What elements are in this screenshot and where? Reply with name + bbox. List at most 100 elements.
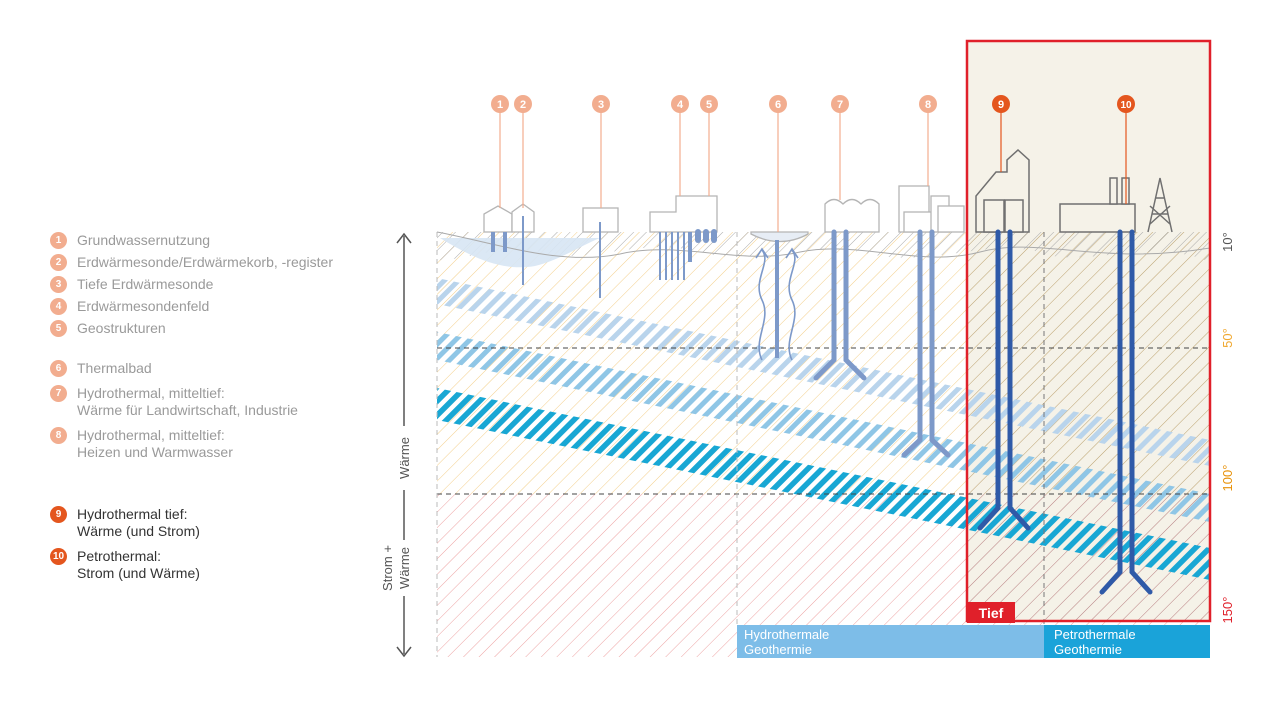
town-building-icon [903, 211, 933, 233]
deep-wells [977, 229, 1153, 595]
callout-number: 3 [598, 99, 604, 111]
callout-number: 10 [1120, 100, 1132, 111]
axis-label-strom: Strom + [380, 545, 395, 591]
callout-number: 9 [998, 99, 1004, 111]
legend-number: 2 [50, 254, 67, 271]
legend-number: 4 [50, 298, 67, 315]
temperature-label-50: 50° [1220, 328, 1235, 348]
surface-buildings [483, 185, 965, 243]
house-icon [483, 205, 513, 233]
callout-pin [491, 95, 509, 113]
thermal-flow-up [758, 249, 766, 361]
legend-label: Hydrothermal, mitteltief: [77, 385, 225, 401]
legend-number: 5 [50, 320, 67, 337]
callout-number: 7 [837, 99, 843, 111]
legend-number: 7 [50, 385, 67, 402]
legend-number: 9 [50, 506, 67, 523]
arrow-up-icon [755, 247, 769, 259]
town-building-icon [937, 205, 965, 233]
callout-number: 2 [520, 99, 526, 111]
legend-number: 1 [50, 232, 67, 249]
callout-pin [671, 95, 689, 113]
callout-number: 6 [775, 99, 781, 111]
legend-label: Tiefe Erdwärmesonde [77, 276, 214, 292]
legend-number: 3 [50, 276, 67, 293]
well-10 [1099, 229, 1153, 595]
tief-badge [967, 602, 1015, 623]
arrow-up-icon [785, 247, 799, 259]
aquifer-band-2 [437, 332, 1210, 522]
well-7 [813, 229, 867, 381]
tief-badge-label: Tief [979, 605, 1004, 621]
legend-label: Grundwassernutzung [77, 232, 211, 248]
drilling-rig-icon [1147, 177, 1173, 233]
callout-pin [769, 95, 787, 113]
legend-number: 6 [50, 360, 67, 377]
legend-sublabel: Strom (und Wärme) [77, 565, 200, 581]
petrothermal-band [1044, 625, 1210, 658]
petro-plant-icon [1059, 203, 1136, 233]
thermal-bath-icon [750, 231, 809, 243]
arrow-down-icon [396, 646, 412, 658]
building-icon [649, 195, 718, 233]
legend-sublabel: Wärme für Landwirtschaft, Industrie [77, 402, 298, 418]
hydrothermal-sublabel: Geothermie [744, 642, 812, 657]
callout-number: 4 [677, 99, 684, 111]
petrothermal-label: Petrothermale [1054, 627, 1136, 642]
power-plant-hall-icon [983, 199, 1005, 233]
callout-pin [592, 95, 610, 113]
callout-pin [831, 95, 849, 113]
legend-label: Erdwärmesondenfeld [77, 298, 210, 314]
deep-plants [975, 148, 1173, 233]
temperature-label-100: 100° [1220, 465, 1235, 492]
well-9 [977, 229, 1031, 531]
shallow-probes [491, 216, 951, 458]
ground-surface-line [436, 231, 1211, 258]
aquifer-band-3 [437, 388, 1210, 580]
power-plant-hall-icon [1004, 199, 1024, 233]
callout-pin [514, 95, 532, 113]
hydrothermal-label: Hydrothermale [744, 627, 829, 642]
legend-label: Thermalbad [77, 360, 152, 376]
chimney-icon [1109, 177, 1118, 205]
well-8 [901, 229, 951, 458]
callout-pins: 1 2 3 4 5 6 7 8 9 10 [491, 95, 1135, 232]
legend-label: Geostrukturen [77, 320, 166, 336]
legend-item-8: 8 Hydrothermal, mitteltief: Heizen und W… [50, 427, 233, 461]
callout-pin [700, 95, 718, 113]
temperature-label-150: 150° [1220, 597, 1235, 624]
greenhouse-icon [824, 198, 880, 233]
legend-item-10: 10 Petrothermal: Strom (und Wärme) [50, 548, 200, 582]
callout-number: 8 [925, 99, 931, 111]
legend-item-3: 3 Tiefe Erdwärmesonde [50, 276, 213, 293]
callout-pin [992, 95, 1010, 113]
groundwater-lens [440, 238, 600, 268]
hydrothermal-band [737, 625, 1044, 658]
arrow-up-icon [396, 232, 412, 244]
legend-sublabel: Wärme (und Strom) [77, 523, 200, 539]
callout-pin [1117, 95, 1135, 113]
legend-item-2: 2 Erdwärmesonde/Erdwärmekorb, -register [50, 254, 333, 271]
axis-label-strom-waerme: Wärme [397, 547, 412, 589]
legend-label: Erdwärmesonde/Erdwärmekorb, -register [77, 254, 333, 270]
callout-number: 5 [706, 99, 712, 111]
legend-number: 8 [50, 427, 67, 444]
legend-label: Petrothermal: [77, 548, 162, 564]
callout-number: 1 [497, 99, 503, 111]
depth-axis: Wärme Strom + Wärme [380, 232, 412, 658]
ground-layers [437, 232, 1210, 657]
legend-label: Hydrothermal, mitteltief: [77, 427, 225, 443]
legend-item-5: 5 Geostrukturen [50, 320, 166, 337]
temperature-label-10: 10° [1220, 232, 1235, 252]
axis-label-waerme: Wärme [397, 437, 412, 479]
legend-item-7: 7 Hydrothermal, mitteltief: Wärme für La… [50, 385, 298, 419]
thermal-flow-up [788, 249, 796, 361]
legend-item-1: 1 Grundwassernutzung [50, 232, 210, 249]
legend-number: 10 [50, 548, 67, 565]
legend-item-9: 9 Hydrothermal tief: Wärme (und Strom) [50, 506, 200, 540]
deep-highlight-frame [965, 39, 1212, 623]
legend-label: Hydrothermal tief: [77, 506, 188, 522]
legend-sublabel: Heizen und Warmwasser [77, 444, 233, 460]
legend-item-4: 4 Erdwärmesondenfeld [50, 298, 209, 315]
